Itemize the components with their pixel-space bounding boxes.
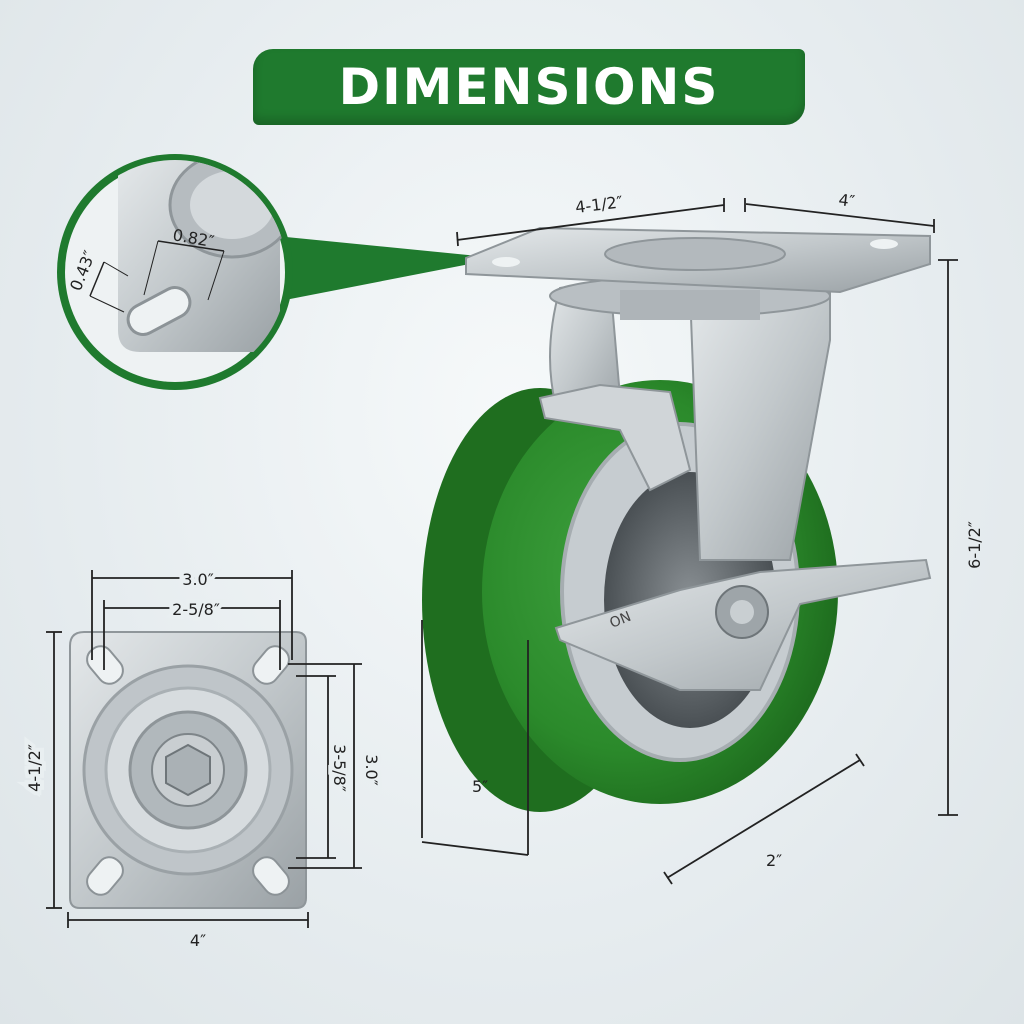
brake-guard — [538, 383, 692, 492]
wheel-diameter-label: 5″ — [472, 777, 488, 796]
brake-on-label: ON — [608, 609, 634, 632]
caster-dimension-lines — [421, 198, 958, 885]
dimensions-banner: DIMENSIONS — [253, 49, 805, 125]
caster-illustration: ON — [422, 226, 932, 812]
bolt-spacing-inner-y-label: 3-5/8″ — [330, 744, 349, 792]
banner-title: DIMENSIONS — [338, 58, 720, 116]
zoom-connector — [276, 236, 480, 300]
bolt-spacing-outer-y-label: 3.0″ — [362, 754, 381, 785]
bolt-spacing-outer-x-label: 3.0″ — [182, 570, 213, 589]
bolt-slot-bl — [86, 856, 124, 896]
slot-zoom-inset: 0.82″ 0.43″ — [57, 154, 293, 390]
king-pin-hex-nut — [165, 743, 211, 797]
plate-bottom-width-label: 4″ — [190, 931, 206, 950]
overall-height-label: 6-1/2″ — [965, 521, 984, 569]
bolt-slot-br — [252, 856, 290, 896]
wheel-width-label: 2″ — [766, 851, 782, 870]
plate-width-top-label: 4″ — [838, 190, 856, 211]
plate-top-view — [69, 631, 307, 909]
plate-dimension-lines — [46, 570, 362, 928]
bolt-spacing-inner-x-label: 2-5/8″ — [172, 600, 220, 619]
plate-side-length-label: 4-1/2″ — [25, 744, 44, 792]
plate-length-top-label: 4-1/2″ — [574, 192, 624, 217]
